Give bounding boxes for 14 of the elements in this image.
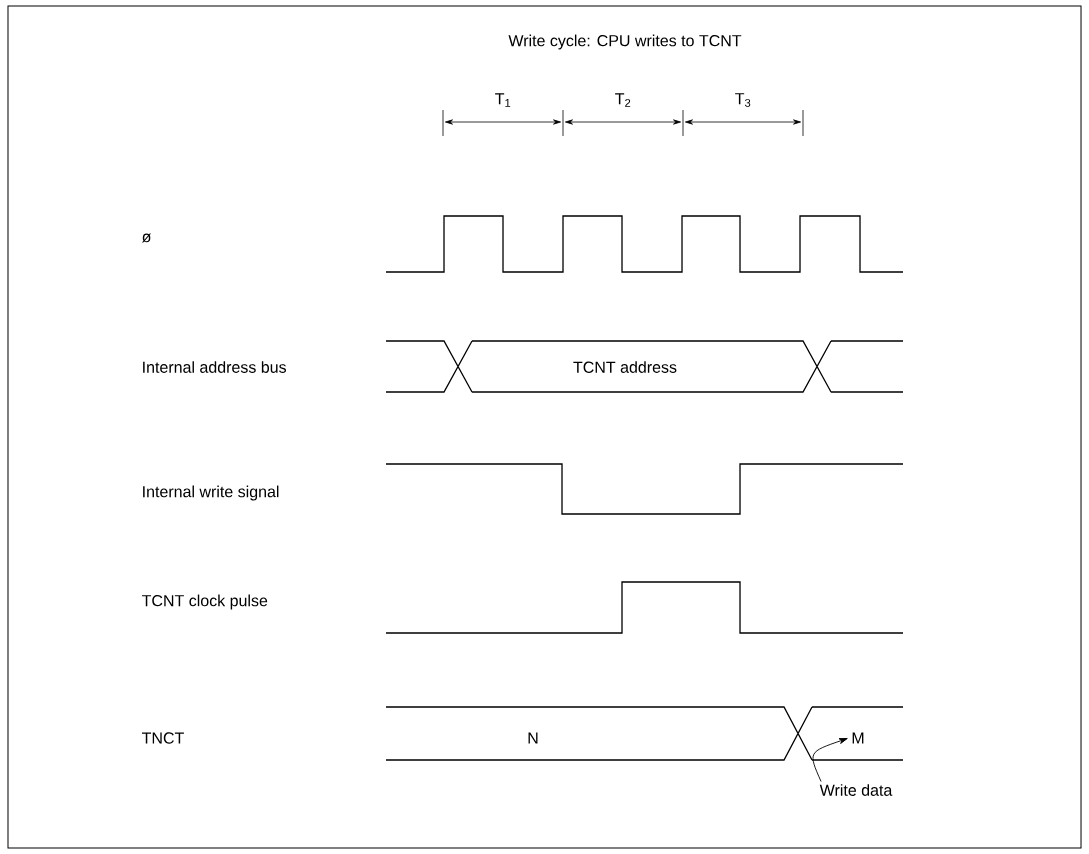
interval-label: T$_{3}$ xyxy=(735,93,751,107)
signal-name: Internal write signal xyxy=(143,485,279,501)
interval-label: T$_{2}$ xyxy=(615,93,631,107)
title: Write cycle: CPU writes to TCNT xyxy=(508,34,742,50)
interval-label: T$_{1}$ xyxy=(495,93,511,107)
bus-value: TCNT address xyxy=(573,361,677,373)
caption-text: Write data xyxy=(819,784,893,796)
signal-name: TNCT xyxy=(142,732,184,744)
signal-name: ø xyxy=(142,233,152,243)
bus-value: N xyxy=(528,732,538,744)
signal-name: TCNT clock pulse xyxy=(142,594,268,610)
leader-arrow xyxy=(812,738,848,782)
signal-name: Internal address bus xyxy=(143,361,286,373)
bus-value: M xyxy=(852,732,864,744)
